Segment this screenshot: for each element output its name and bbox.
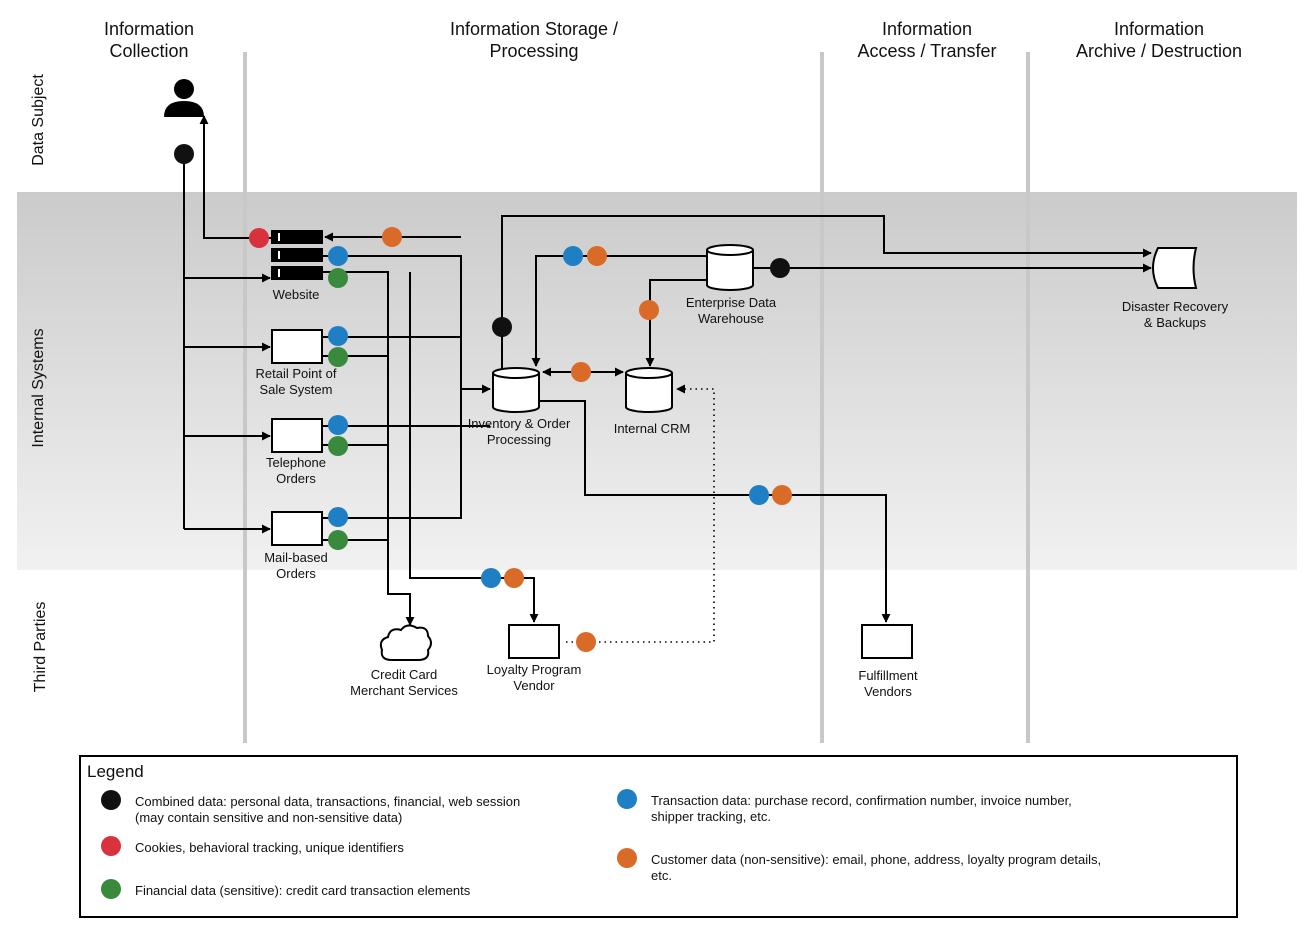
dot-combined-subject	[174, 144, 194, 164]
connector-inventory-to-fulfillment	[540, 400, 891, 623]
dot-transaction-website	[328, 246, 348, 266]
dot-financial-pos	[328, 347, 348, 367]
retail-pos-box	[271, 329, 323, 364]
connector-edw-to-crm	[645, 279, 706, 367]
dot-transaction-telephone	[328, 415, 348, 435]
dot-transaction-edw-inventory	[563, 246, 583, 266]
dot-transaction-pos	[328, 326, 348, 346]
edw-database-icon	[706, 244, 754, 291]
website-server-icon	[271, 230, 323, 280]
dot-financial-telephone	[328, 436, 348, 456]
dot-transaction-fulfillment	[749, 485, 769, 505]
dot-transaction-mail	[328, 507, 348, 527]
dot-customer-edw-inventory	[587, 246, 607, 266]
dot-financial-mail	[328, 530, 348, 550]
connector-inventory-to-dr	[501, 215, 1152, 370]
dot-customer-edw-crm	[639, 300, 659, 320]
loyalty-vendor-box	[508, 624, 560, 659]
connector-website-green-cc	[322, 271, 415, 626]
dot-cookies-website	[249, 228, 269, 248]
credit-card-cloud-icon	[379, 624, 432, 661]
mail-orders-box	[271, 511, 323, 546]
dot-customer-website-return	[382, 227, 402, 247]
dot-customer-loyalty-crm	[576, 632, 596, 652]
disaster-recovery-storage-icon	[1152, 247, 1198, 289]
dot-customer-loyalty	[504, 568, 524, 588]
data-subject-person-icon	[164, 79, 204, 117]
dot-transaction-loyalty	[481, 568, 501, 588]
dot-customer-fulfillment	[772, 485, 792, 505]
column-dividers	[243, 52, 1030, 743]
dot-financial-website	[328, 268, 348, 288]
dot-customer-inventory-crm	[571, 362, 591, 382]
connector-website-to-loyalty	[409, 272, 539, 623]
data-dots	[174, 144, 792, 652]
telephone-orders-box	[271, 418, 323, 453]
connector-loyalty-to-crm	[566, 384, 715, 643]
fulfillment-vendors-box	[861, 624, 913, 659]
crm-database-icon	[625, 367, 673, 413]
connector-mail-blue	[322, 389, 462, 519]
connector-edw-to-inventory	[531, 255, 706, 367]
inventory-database-icon	[492, 367, 540, 413]
dot-combined-edw-dr	[770, 258, 790, 278]
dot-combined-inventory	[492, 317, 512, 337]
connector-website-blue	[322, 255, 491, 394]
